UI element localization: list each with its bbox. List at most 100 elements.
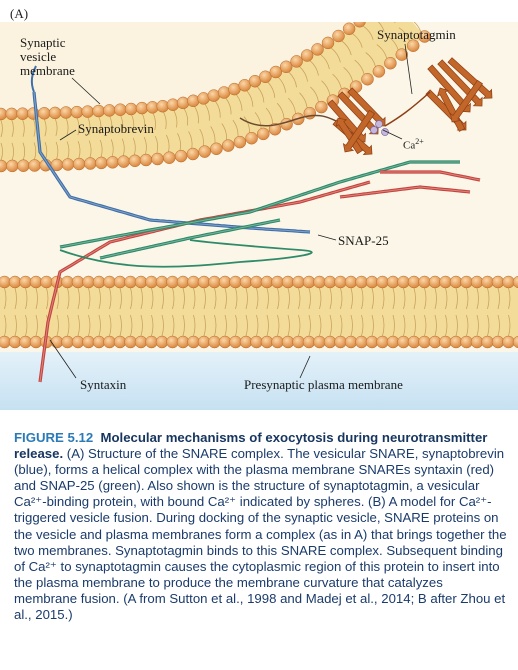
lipid-tail [476,314,479,337]
lipid-head [281,335,295,349]
lipid-head [269,65,283,79]
lipid-tail [319,314,322,337]
lipid-head [134,275,148,289]
lipid-head [187,94,200,108]
lipid-head [491,335,505,349]
lipid-tail [299,66,308,82]
figure-caption: FIGURE 5.12 Molecular mechanisms of exoc… [14,430,508,623]
lipid-head [512,275,518,289]
lipid-head [332,29,345,43]
lipid-head [124,102,138,116]
lipid-head [449,335,463,349]
lipid-tail [466,314,469,337]
lipid-tail [232,119,239,137]
lipid-tail [309,60,319,76]
lipid-tail [341,40,352,56]
lipid-head [38,107,51,120]
lipid-head [145,335,158,349]
lipid-head [197,275,211,289]
lipid-head [250,275,263,289]
lipid-head [176,275,190,289]
lipid-head [166,98,180,111]
lipid-head [300,49,314,62]
lipid-head [8,335,22,349]
lipid-tail [121,138,125,156]
syntaxin-label: Syntaxin [80,377,127,392]
lipid-tail [224,314,227,337]
lipid-head [163,151,176,164]
lipid-head [50,335,64,349]
lipid-tail [298,314,301,337]
lipid-head [92,335,106,349]
lipid-tail [392,287,395,310]
snare-complex-figure: Synaptic vesicle membrane Synaptotagmin … [0,0,518,410]
lipid-tail [413,287,416,310]
lipid-head [302,335,316,349]
lipid-tail [497,314,500,337]
lipid-tail [287,287,290,310]
lipid-tail [266,287,269,310]
lipid-head [71,335,85,349]
lipid-tail [508,287,511,310]
lipid-head [481,275,494,289]
lipid-head [61,158,75,171]
lipid-tail [131,114,135,133]
lipid-tail [256,314,259,337]
lipid-head [334,275,347,289]
lipid-tail [403,287,406,310]
lipid-tail [182,314,185,337]
lipid-tail [140,314,143,337]
lipid-head [259,70,272,84]
lipid-head [17,159,30,172]
beta-strand [342,109,375,153]
lipid-head [139,153,153,167]
lipid-head [84,157,97,170]
lipid-head [344,335,358,349]
lipid-head [229,275,242,289]
lipid-tail [132,137,136,155]
lipid-head [174,149,188,163]
lipid-head [187,275,200,289]
lipid-head [365,335,379,349]
lipid-head [418,30,431,43]
lipid-tail [310,86,319,102]
lipid-tail [354,59,365,75]
lipid-head [342,22,356,36]
lipid-tail [445,287,448,310]
beta-strand [335,117,363,155]
lipid-tail [67,287,70,310]
lipid-head [428,275,442,289]
lipid-tail [487,287,490,310]
helix-coil [380,170,481,182]
lipid-head [397,335,410,349]
lipid-head [512,335,518,349]
lipid-tail [11,142,14,161]
lipid-tail [343,66,354,82]
lipid-head [29,335,43,349]
lipid-head [323,275,337,289]
lipid-tail [246,90,254,107]
lipid-tail [56,314,59,337]
helix-coil [59,160,460,249]
lipid-head [176,335,190,349]
plasma-membrane [0,275,518,349]
lipid-head [28,159,41,172]
lipid-tail [434,314,437,337]
lipid-head [103,275,116,289]
lipid-head [418,335,431,349]
lipid-head [313,275,326,289]
lipid-tail [455,314,458,337]
lipid-tail [172,287,175,310]
lipid-tail-band [0,282,518,342]
lipid-tail [403,314,406,337]
lipid-tail [11,119,14,138]
calcium-charge: 2+ [415,137,424,146]
lipid-head [280,117,293,131]
lipid-tail [0,119,3,138]
lipid-tail [22,119,25,137]
lipid-head [428,335,442,349]
lipid-tail [142,113,146,132]
lipid-tail [182,287,185,310]
lipid-tail [382,287,385,310]
lipid-tail [362,25,374,40]
